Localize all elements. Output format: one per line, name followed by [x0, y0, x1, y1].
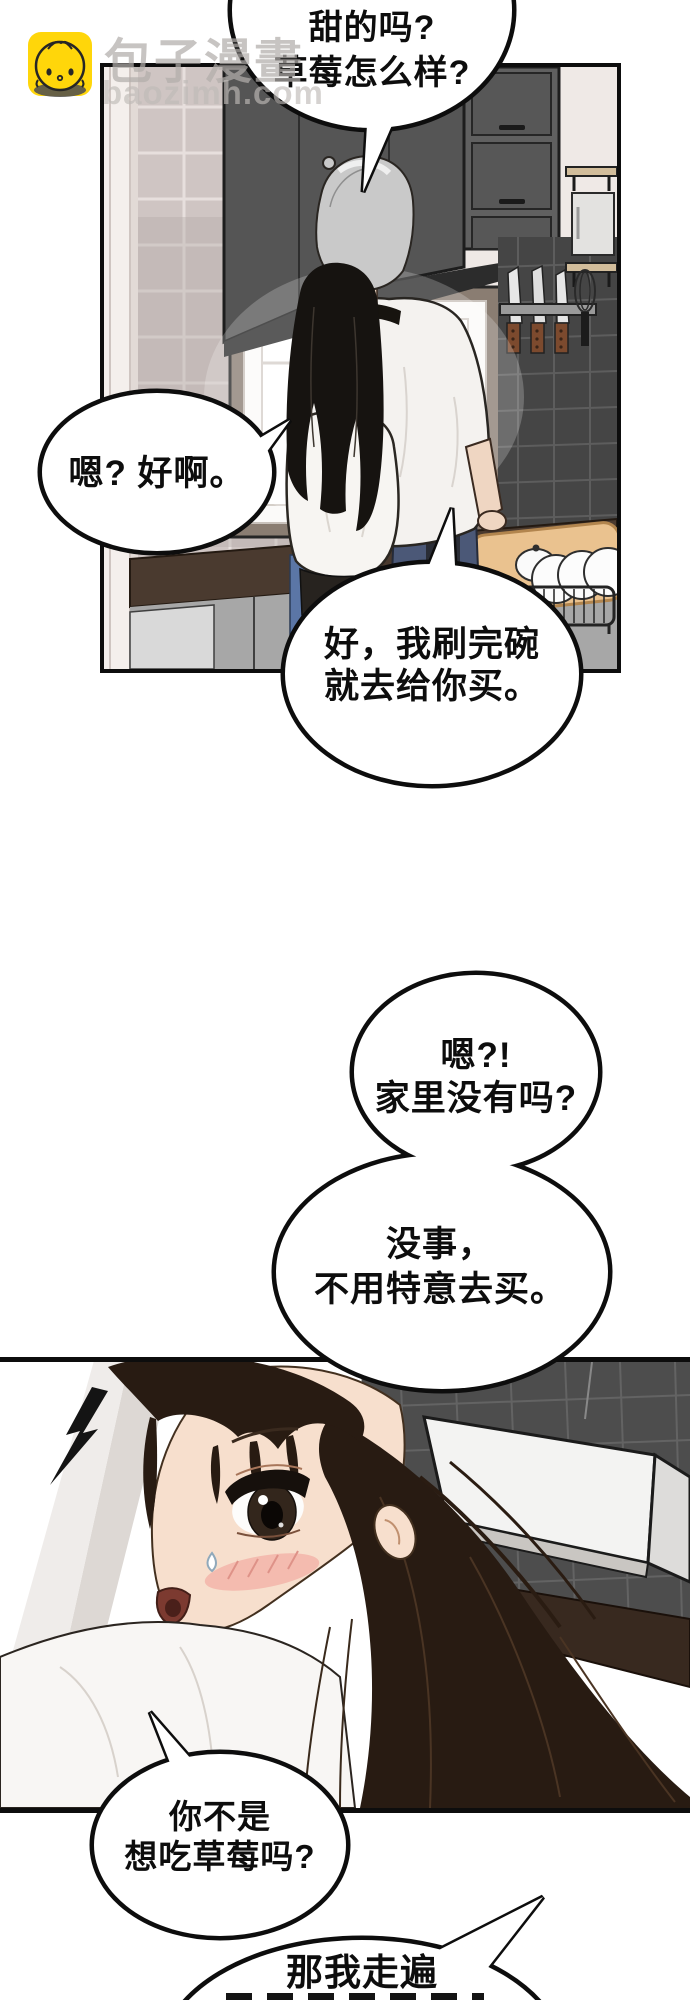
woman-eye	[225, 1427, 310, 1541]
woman-mouth	[155, 1587, 192, 1627]
watermark-site-name: 包子漫畫	[104, 36, 305, 89]
speech-bubble-4-5	[271, 970, 613, 1394]
upper-cabinets	[222, 67, 561, 357]
wall-shelves	[565, 166, 617, 287]
bubble-6-line-1: 你不是	[169, 1798, 271, 1835]
bubble-5-text: 没事， 不用特意去买。	[275, 1222, 605, 1312]
bubble-5-line-1: 没事，	[385, 1225, 494, 1264]
speech-bubble-7	[182, 1894, 545, 2000]
panel2-bottom-border	[0, 1808, 690, 1813]
knife-rack	[499, 264, 597, 354]
bubble-2-line-1: 嗯? 好啊。	[68, 454, 246, 493]
woman-ear	[373, 1504, 417, 1560]
woman-blush	[204, 1550, 320, 1591]
bubble-6-text: 你不是 想吃草莓吗?	[92, 1797, 348, 1877]
bubble-3-text: 好，我刷完碗 就去给你买。	[292, 624, 572, 708]
bubble-3-line-2: 就去给你买。	[323, 667, 540, 706]
range-hood	[422, 1361, 690, 1584]
bubble-4-text: 嗯?! 家里没有吗?	[356, 1034, 596, 1120]
speech-bubble-2	[37, 388, 293, 556]
bubble-1-line-2: 草莓怎么样?	[273, 54, 471, 92]
bubble-1-text: 甜的吗? 草莓怎么样?	[233, 6, 511, 96]
bubble-5-line-2: 不用特意去买。	[313, 1270, 566, 1309]
bubble-2-text: 嗯? 好啊。	[47, 452, 267, 495]
watermark-site-url: baozimh.com	[102, 74, 324, 111]
sweat-drop-icon	[206, 1551, 217, 1573]
bubble-7-line-1: 那我走遍	[286, 1952, 438, 1993]
baozi-logo-icon	[28, 32, 92, 97]
bubble-6-line-2: 想吃草莓吗?	[124, 1838, 316, 1875]
surprise-flash-icon	[50, 1387, 108, 1485]
bubble-7-text: 那我走遍	[212, 1950, 512, 1996]
panel-closeup	[0, 1357, 690, 1813]
woman-black-hair	[286, 262, 384, 531]
bubble-4-line-2: 家里没有吗?	[374, 1079, 578, 1118]
speech-bubble-6	[89, 1710, 351, 1941]
speech-bubble-3	[280, 507, 584, 789]
dish-rack	[510, 544, 617, 634]
speech-bubble-1	[227, 0, 517, 193]
woman-dark-hair	[108, 1357, 690, 1809]
bubble-3-line-1: 好，我刷完碗	[323, 625, 540, 664]
bubble-1-line-1: 甜的吗?	[308, 9, 436, 47]
clipped-text-line	[226, 1993, 484, 2000]
bubble-4-line-1: 嗯?!	[440, 1036, 512, 1075]
